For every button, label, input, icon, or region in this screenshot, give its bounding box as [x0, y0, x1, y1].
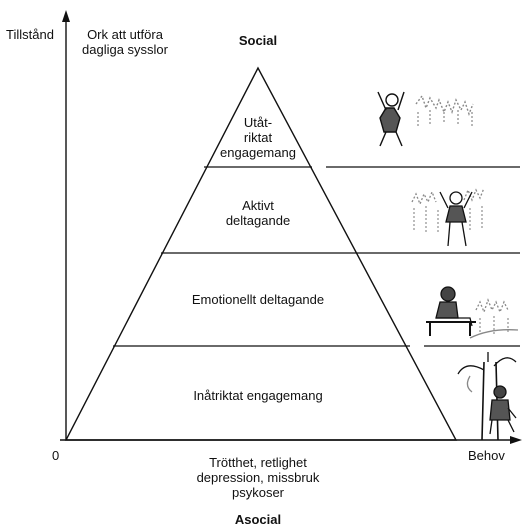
x-axis-arrow	[510, 436, 522, 444]
jumping-person-illustration	[377, 91, 474, 147]
level-label-inward: Inåtriktat engagemang	[193, 388, 323, 403]
crowd-illustration	[411, 187, 485, 247]
level-label-outward-line3: engagemang	[220, 145, 296, 160]
y-axis-label: Tillstånd	[6, 27, 54, 42]
y-axis-description-line1: Ork att utföra	[87, 27, 163, 42]
x-axis-label: Behov	[468, 448, 505, 463]
level-label-outward-line2: riktat	[243, 130, 273, 145]
bottom-description-line1: Trötthet, retlighet	[209, 455, 307, 470]
y-axis-description: Ork att utföra dagliga sysslor	[70, 27, 180, 57]
social-label: Social	[238, 33, 278, 48]
bottom-description: Trötthet, retlighet depression, missbruk…	[168, 455, 348, 500]
tree-sitter-illustration	[457, 352, 517, 441]
y-axis-description-line2: dagliga sysslor	[82, 42, 168, 57]
y-axis-arrow	[62, 10, 70, 22]
level-label-emotional: Emotionellt deltagande	[191, 292, 325, 307]
level-label-active-line1: Aktivt	[242, 198, 274, 213]
level-label-active: Aktivt deltagande	[198, 198, 318, 228]
level-label-outward: Utåt- riktat engagemang	[198, 115, 318, 160]
asocial-label: Asocial	[234, 512, 282, 527]
bottom-description-line2: depression, missbruk	[196, 470, 320, 485]
pyramid-outline	[64, 66, 458, 441]
origin-label: 0	[52, 448, 60, 463]
level-label-outward-line1: Utåt-	[243, 115, 273, 130]
spectator-illustration	[426, 286, 519, 339]
bottom-description-line3: psykoser	[231, 485, 285, 500]
level-label-active-line2: deltagande	[225, 213, 291, 228]
